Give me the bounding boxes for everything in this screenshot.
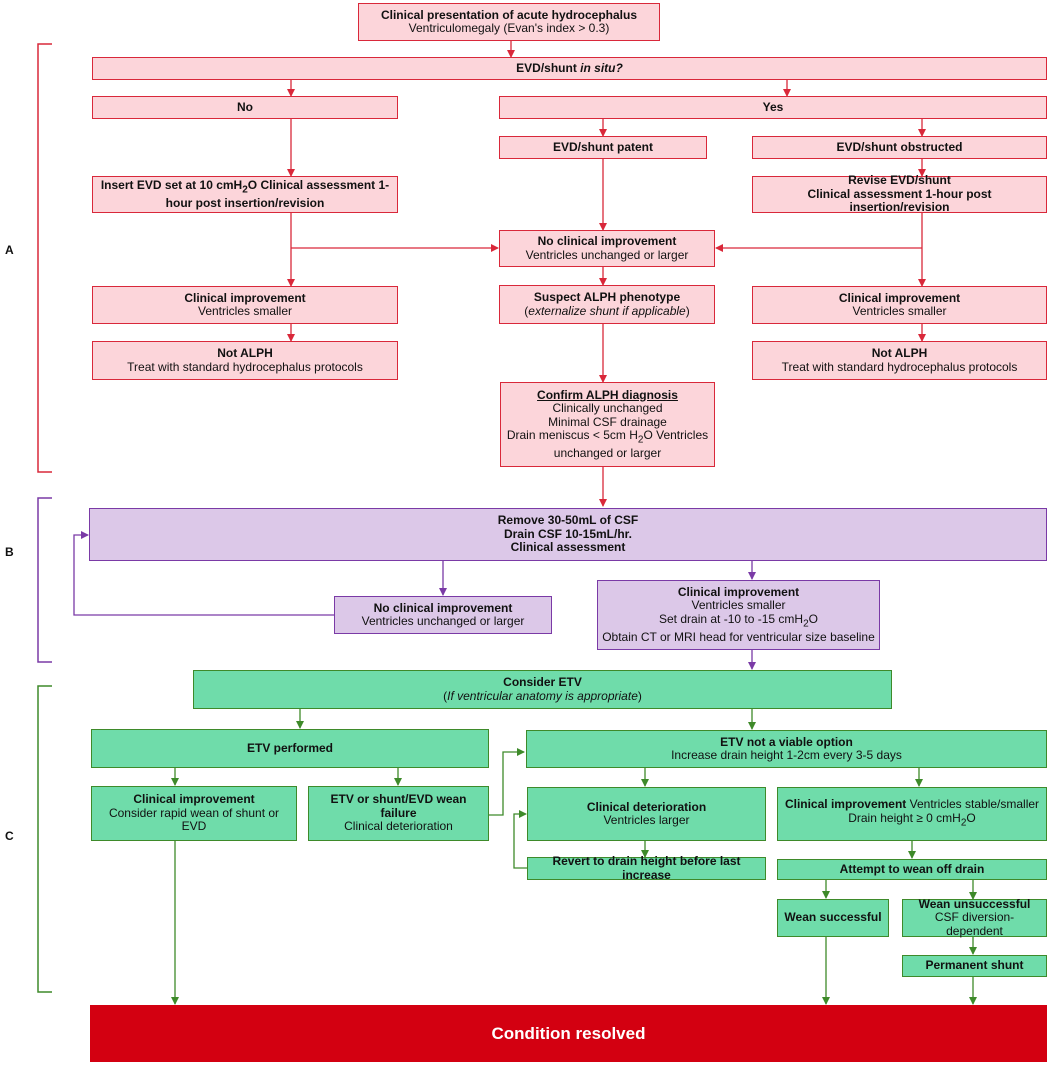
- node-title: EVD/shunt: [516, 60, 577, 75]
- node-wean-successful: Wean successful: [777, 899, 889, 937]
- node-title-end: O Clinical assessment 1-hour post insert…: [165, 177, 390, 210]
- node-subscript: 2: [960, 817, 967, 829]
- node-subtitle: Consider rapid wean of shunt or EVD: [108, 805, 280, 834]
- node-title: ETV not a viable option: [720, 734, 853, 749]
- node-line-3: Obtain CT or MRI head for ventricular si…: [602, 629, 875, 644]
- node-title: No clinical improvement: [537, 234, 677, 248]
- node-title: Clinical improvement: [838, 290, 961, 305]
- paren-close: ): [637, 688, 642, 703]
- section-label-b: B: [5, 545, 14, 559]
- node-condition-resolved: Condition resolved: [90, 1005, 1047, 1062]
- node-line-2: Set drain at -10 to -15 cmH: [659, 611, 804, 626]
- node-line-2: Drain CSF 10-15mL/hr.: [503, 526, 633, 541]
- node-not-alph-left: Not ALPH Treat with standard hydrocephal…: [92, 341, 398, 380]
- paren-close: ): [685, 303, 690, 318]
- node-subtitle: Treat with standard hydrocephalus protoc…: [781, 359, 1018, 374]
- node-subtitle: Ventricles larger: [603, 813, 690, 827]
- node-subscript: 2: [242, 184, 248, 196]
- node-line-1: Clinically unchanged: [552, 401, 663, 416]
- node-improvement-stable: Clinical improvement Ventricles stable/s…: [777, 787, 1047, 841]
- node-evd-patent: EVD/shunt patent: [499, 136, 707, 159]
- brace-b: [37, 497, 52, 663]
- node-remove-csf: Remove 30-50mL of CSF Drain CSF 10-15mL/…: [89, 508, 1047, 561]
- node-confirm-alph: Confirm ALPH diagnosis Clinically unchan…: [500, 382, 715, 467]
- node-title: Wean unsuccessful: [918, 896, 1031, 911]
- node-subtitle-italic: externalize shunt if applicable: [528, 303, 686, 318]
- brace-c: [37, 685, 52, 993]
- node-suspect-alph: Suspect ALPH phenotype (externalize shun…: [499, 285, 715, 324]
- node-line-2-end: O: [966, 810, 976, 825]
- node-improvement-right: Clinical improvement Ventricles smaller: [752, 286, 1047, 324]
- node-title: No clinical improvement: [373, 600, 513, 615]
- node-title: Clinical improvement: [184, 290, 306, 305]
- node-line-1: Revise EVD/shunt: [848, 173, 951, 188]
- node-evd-obstructed: EVD/shunt obstructed: [752, 136, 1047, 159]
- node-deterioration: Clinical deterioration Ventricles larger: [527, 787, 766, 841]
- node-line-1: Ventricles smaller: [691, 598, 786, 613]
- section-label-a: A: [5, 243, 14, 257]
- node-subtitle: Treat with standard hydrocephalus protoc…: [127, 359, 363, 374]
- node-wean-unsuccessful: Wean unsuccessful CSF diversion-dependen…: [902, 896, 1047, 938]
- node-line-2-end: O: [808, 611, 818, 626]
- node-permanent-shunt: Permanent shunt: [902, 955, 1047, 977]
- node-line-3-end: O Ventricles: [643, 428, 709, 443]
- node-clinical-presentation: Clinical presentation of acute hydroceph…: [358, 3, 660, 41]
- node-subtitle: Ventriculomegaly (Evan's index > 0.3): [408, 21, 610, 35]
- node-line-2: Drain height ≥ 0 cmH: [848, 810, 961, 825]
- node-title-rest: Ventricles stable/smaller: [906, 797, 1040, 812]
- node-yes: Yes: [499, 96, 1047, 119]
- node-consider-etv: Consider ETV (If ventricular anatomy is …: [193, 670, 892, 709]
- node-title: Clinical improvement: [133, 792, 255, 807]
- node-subtitle: Increase drain height 1-2cm every 3-5 da…: [671, 748, 902, 762]
- node-title: Clinical presentation of acute hydroceph…: [380, 7, 638, 22]
- node-line-3: Drain meniscus < 5cm H: [506, 428, 638, 443]
- node-etv-not-viable: ETV not a viable option Increase drain h…: [526, 730, 1047, 768]
- node-title: Suspect ALPH phenotype: [533, 290, 681, 304]
- node-subtitle: Ventricles smaller: [852, 304, 947, 318]
- node-attempt-wean: Attempt to wean off drain: [777, 859, 1047, 880]
- node-subscript: 2: [637, 434, 644, 446]
- node-improvement-left: Clinical improvement Ventricles smaller: [92, 286, 398, 324]
- node-improvement-b: Clinical improvement Ventricles smaller …: [597, 580, 880, 650]
- node-title: Not ALPH: [871, 346, 928, 360]
- node-title: Clinical improvement: [784, 797, 907, 812]
- node-subtitle: Clinical deterioration: [344, 819, 453, 834]
- node-not-alph-right: Not ALPH Treat with standard hydrocephal…: [752, 341, 1047, 380]
- node-no-improvement-a: No clinical improvement Ventricles uncha…: [499, 230, 715, 267]
- paren-open: (: [524, 303, 529, 318]
- node-title: Confirm ALPH diagnosis: [537, 387, 678, 402]
- node-title-rest: CSF diversion-dependent: [934, 910, 1015, 938]
- node-line-4: unchanged or larger: [553, 445, 662, 460]
- node-title: ETV or shunt/EVD wean failure: [330, 792, 467, 820]
- node-insert-evd: Insert EVD set at 10 cmH2O Clinical asse…: [92, 176, 398, 213]
- node-wean-failure: ETV or shunt/EVD wean failure Clinical d…: [308, 786, 489, 841]
- node-revise-evd: Revise EVD/shunt Clinical assessment 1-h…: [752, 173, 1047, 215]
- node-line-1: Remove 30-50mL of CSF: [497, 513, 639, 528]
- node-line-2: Minimal CSF drainage: [548, 414, 667, 429]
- node-line-2: Clinical assessment 1-hour post insertio…: [807, 186, 992, 215]
- node-title: Clinical deterioration: [586, 799, 707, 814]
- node-title-italic: in situ?: [580, 60, 623, 75]
- paren-open: (: [443, 688, 448, 703]
- node-revert: Revert to drain height before last incre…: [527, 854, 766, 881]
- node-subtitle: Ventricles unchanged or larger: [361, 614, 525, 628]
- node-etv-performed: ETV performed: [91, 729, 489, 768]
- node-title: Insert EVD set at 10 cmH: [100, 177, 243, 192]
- node-title: Clinical improvement: [677, 584, 800, 599]
- node-no-improvement-b: No clinical improvement Ventricles uncha…: [334, 596, 552, 634]
- node-subtitle: Ventricles unchanged or larger: [525, 247, 689, 262]
- node-title: Not ALPH: [217, 346, 273, 360]
- node-subscript: 2: [803, 618, 809, 630]
- node-improvement-c: Clinical improvement Consider rapid wean…: [91, 786, 297, 841]
- node-no: No: [92, 96, 398, 119]
- node-evd-in-situ: EVD/shunt in situ?: [92, 57, 1047, 80]
- node-title: Consider ETV: [503, 675, 582, 689]
- node-subtitle-italic: If ventricular anatomy is appropriate: [447, 688, 638, 703]
- brace-a: [37, 43, 52, 473]
- node-line-3: Clinical assessment: [510, 540, 626, 555]
- node-subtitle: Ventricles smaller: [197, 304, 293, 318]
- section-label-c: C: [5, 829, 14, 843]
